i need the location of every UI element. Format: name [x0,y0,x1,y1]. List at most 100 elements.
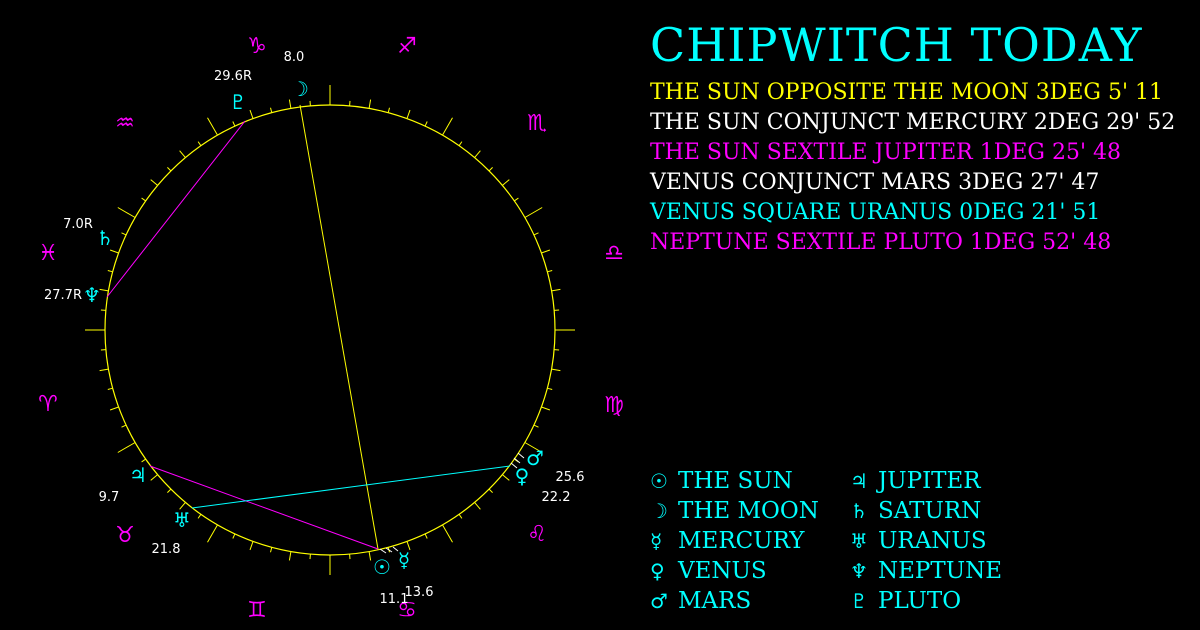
degree-tick [179,150,186,158]
legend-label: THE SUN [678,468,793,494]
degree-tick [197,514,202,519]
aspect-item: VENUS CONJUNCT MARS 3DEG 27' 47 [650,170,1100,195]
degree-tick [424,121,428,127]
degree-tick [368,99,372,109]
aspect-line-sun-sextile-jupiter [149,465,379,550]
degree-tick [141,197,146,202]
legend-item-saturn: ♄ SATURN [850,498,981,524]
taurus-icon: ♉ [115,523,135,548]
neptune-icon: ♆ [850,559,868,583]
mercury-icon: ☿ [650,529,663,553]
venus-degree-label: 22.2 [542,490,571,505]
degree-tick [107,387,113,390]
degree-ticks [85,85,575,575]
legend-label: PLUTO [878,588,962,614]
chart-sun-icon: ☉ [373,555,391,579]
degree-tick [207,524,218,543]
mars-icon: ♂ [650,589,668,613]
chart-venus-icon: ♀ [515,464,530,488]
saturn-icon: ♄ [850,499,868,523]
chart-neptune-icon: ♆ [83,283,101,307]
degree-tick [167,488,172,493]
legend-label: NEPTUNE [878,558,1003,584]
legend-item-venus: ♀ VENUS [650,558,767,584]
degree-tick [270,107,273,113]
page-title: CHIPWITCH TODAY [650,18,1143,72]
legend-item-mercury: ☿ MERCURY [650,528,804,554]
degree-tick [232,533,236,539]
chart-moon-icon: ☽ [291,77,309,101]
mercury-degree-label: 13.6 [405,585,434,600]
degree-tick [121,424,127,428]
legend-label: MERCURY [678,528,805,554]
cancer-icon: ♋ [397,598,417,623]
degree-tick [442,117,453,136]
degree-tick [533,424,539,428]
chart-jupiter-icon: ♃ [129,463,147,487]
legend-item-sun: ☉ THE SUN [650,468,793,494]
degree-tick [551,368,561,372]
degree-tick [458,514,463,519]
legend-label: JUPITER [878,468,981,494]
legend-label: SATURN [878,498,982,524]
aries-icon: ♈ [38,392,58,417]
moon-icon: ☽ [650,499,668,523]
aspect-line-neptune-sextile-pluto [106,120,246,298]
degree-tick [288,551,292,561]
saturn-degree-label: 7.0R [63,217,93,232]
aspect-item: VENUS SQUARE URANUS 0DEG 21' 51 [650,200,1101,225]
uranus-icon: ♅ [850,529,868,553]
degree-tick [502,179,510,186]
neptune-degree-label: 27.7R [44,288,82,303]
legend-item-pluto: ♇ PLUTO [850,588,961,614]
moon-degree-label: 8.0 [284,50,305,65]
venus-icon: ♀ [650,559,665,583]
degree-tick [179,502,186,510]
legend-label: THE MOON [678,498,819,524]
pisces-icon: ♓ [38,241,58,266]
degree-tick [488,167,493,172]
gemini-icon: ♊ [247,598,267,623]
degree-tick [406,109,411,119]
degree-tick [424,533,428,539]
legend-label: URANUS [878,528,987,554]
degree-tick [288,99,292,109]
degree-tick [270,547,273,553]
planet-markers [379,452,525,554]
degree-tick [117,442,136,453]
scorpio-icon: ♏ [527,111,547,136]
libra-icon: ♎ [604,241,624,266]
degree-tick [524,207,543,218]
aspect-line-sun-opposite-moon [299,104,379,550]
jupiter-degree-label: 9.7 [99,490,120,505]
chart-uranus-icon: ♅ [173,508,191,532]
degree-tick [197,141,202,146]
degree-tick [207,117,218,136]
chart-wheel: ♈ ♉ ♊ ♋ ♌ ♍ ♎ ♏ ♐ ♑ ♒ ♓ ☉ ☽ ☿ ♀ ♂ ♃ ♄ ♅ … [38,34,624,623]
wheel-circle [104,104,556,556]
aspect-list: THE SUN OPPOSITE THE MOON 3DEG 5' 11 THE… [650,78,1175,258]
jupiter-icon: ♃ [850,469,868,493]
degree-tick [109,249,119,254]
aspect-item: NEPTUNE SEXTILE PLUTO 1DEG 52' 48 [650,230,1112,255]
degree-tick [541,406,551,411]
aspect-line-venus-square-uranus [191,465,511,509]
degree-tick [551,288,561,292]
degree-tick [533,232,539,236]
degree-tick [99,288,109,292]
aspect-item: THE SUN OPPOSITE THE MOON 3DEG 5' 11 [650,80,1163,105]
capricorn-icon: ♑ [247,34,267,59]
degree-tick [167,167,172,172]
pluto-icon: ♇ [850,589,868,613]
legend-label: VENUS [678,558,767,584]
degree-tick [150,179,158,186]
planet-legend: ☉ THE SUN ☽ THE MOON ☿ MERCURY ♀ VENUS ♂MARS… [650,468,1190,618]
legend-item-moon: ☽ THE MOON [650,498,819,524]
degree-tick [524,442,543,453]
degree-tick [150,474,158,481]
degree-tick [109,406,119,411]
sun-icon: ☉ [650,469,668,493]
degree-tick [249,541,254,551]
sun-degree-label: 11.1 [380,592,409,607]
legend-item-mars: ♂MARS [650,588,751,614]
